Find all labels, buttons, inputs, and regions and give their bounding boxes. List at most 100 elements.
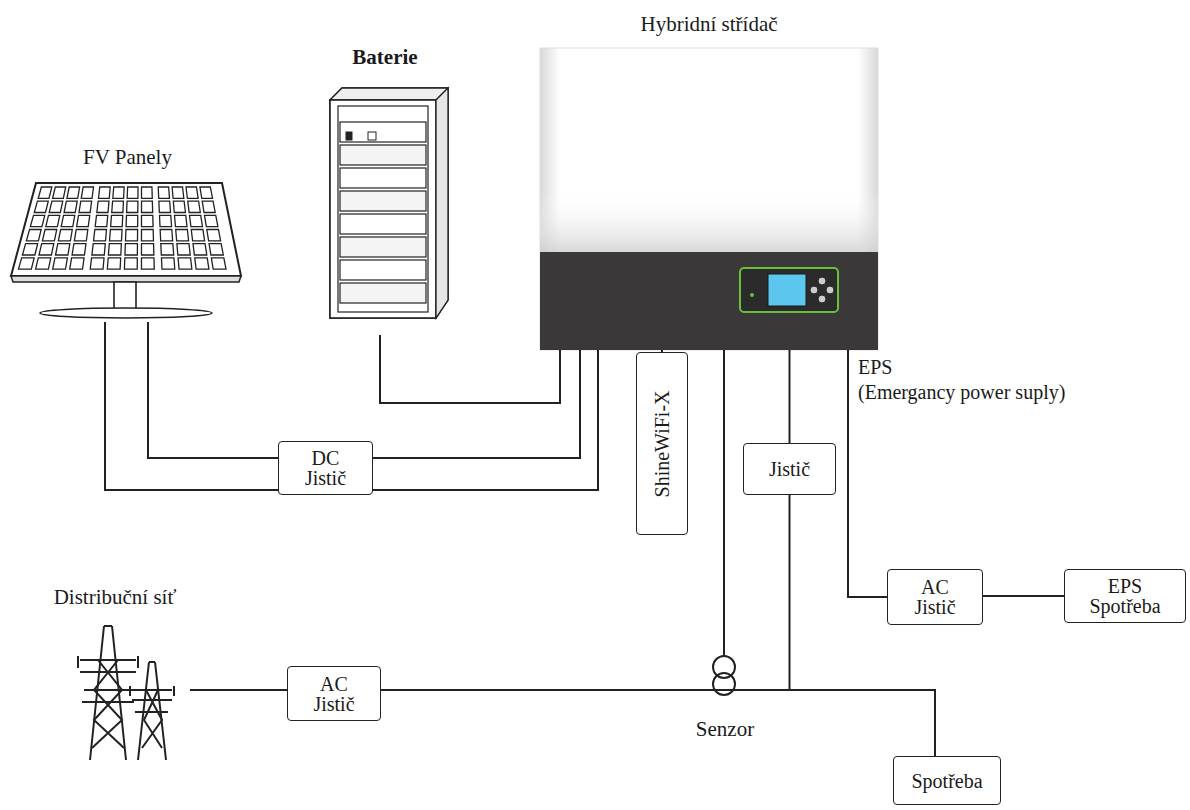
panel-cell (64, 201, 77, 212)
battery-module (340, 191, 426, 211)
panel-cell (161, 258, 174, 269)
panel-cell (161, 244, 174, 255)
panel-cell (19, 258, 35, 269)
panel-cell (125, 244, 138, 255)
panel-cell (173, 201, 185, 212)
panel-cell (126, 230, 138, 241)
inverter-body (540, 48, 878, 350)
vertical-label: ShineWiFi-X (652, 390, 672, 497)
battery-module (340, 214, 426, 234)
box-label: AC Jistič (299, 674, 369, 714)
panel-cell (38, 187, 52, 198)
panel-cell (202, 201, 215, 212)
panel-cell (141, 258, 154, 269)
breaker-box: Jistič (743, 443, 836, 495)
wire (762, 690, 935, 756)
box-label: Spotřeba (911, 771, 982, 791)
panel-cell (77, 215, 90, 226)
panel-cell (207, 230, 221, 241)
panel-cell (90, 258, 104, 269)
wire (790, 495, 936, 756)
battery-module (340, 237, 426, 257)
panel-cell (209, 244, 223, 255)
sensor-node: Senzor (688, 652, 762, 742)
battery-module (340, 122, 426, 142)
battery-rack (330, 88, 448, 318)
wire (373, 350, 598, 490)
panel-cell (110, 230, 123, 241)
battery-module (340, 283, 426, 303)
panel-cell (53, 187, 66, 198)
panel-cell (175, 215, 188, 226)
panel-cell (74, 230, 88, 241)
box-label: Jistič (769, 459, 810, 479)
panel-cell (141, 230, 153, 241)
current-sensor (688, 656, 762, 695)
wire (381, 689, 688, 691)
panel-cell (36, 258, 51, 269)
panel-cell (193, 244, 207, 255)
battery-module (340, 145, 426, 165)
wire (983, 595, 1064, 597)
panel-cell (176, 230, 189, 241)
panel-cell (200, 187, 213, 198)
ac-breaker: AC Jistič (287, 666, 381, 721)
panel-cell (39, 244, 54, 255)
panel-cell (46, 215, 60, 226)
panel-cell (172, 187, 184, 198)
battery-module (340, 260, 426, 280)
node-heading: Distribuční síť (40, 585, 190, 610)
panel-cell (190, 215, 203, 226)
panel-cell (22, 244, 37, 255)
panel-cell (94, 230, 107, 241)
panel-cell (113, 187, 124, 198)
load-box: Spotřeba (893, 756, 1001, 805)
panel-cell (205, 215, 218, 226)
panel-cell (67, 187, 80, 198)
panel-cell (178, 258, 192, 269)
panel-cell (49, 201, 63, 212)
panel-cell (81, 187, 93, 198)
eps-label: EPS (856, 356, 894, 378)
box-label: EPS Spotřeba (1075, 576, 1175, 616)
panel-cell (26, 230, 41, 241)
panel-cell (70, 258, 84, 269)
battery-module (340, 168, 426, 188)
eps-load-box: EPS Spotřeba (1064, 569, 1186, 623)
panel-cell (191, 230, 204, 241)
solar-panel-node: FV Panely (10, 145, 245, 322)
dc-breaker: DC Jistič (278, 441, 373, 495)
panel-cell (142, 201, 153, 212)
node-heading: Baterie (315, 45, 455, 70)
panel-cell (98, 187, 110, 198)
panel-cell (95, 215, 108, 226)
panel-cell (188, 201, 201, 212)
panel-cell (34, 201, 48, 212)
panel-cell (124, 258, 137, 269)
panel-cell (126, 215, 138, 226)
panel-cell (108, 244, 121, 255)
node-heading: Senzor (688, 717, 762, 742)
box-label: DC Jistič (294, 448, 358, 488)
node-heading: FV Panely (10, 145, 245, 170)
panel-cell (61, 215, 75, 226)
panel-cell (58, 230, 72, 241)
panel-cell (160, 215, 172, 226)
panel-cell (30, 215, 44, 226)
solar-panel (11, 183, 241, 318)
panel-cell (158, 187, 169, 198)
box-label: AC Jistič (900, 577, 970, 617)
wire (723, 350, 725, 656)
wire (789, 350, 791, 443)
battery-node: Baterie (315, 45, 455, 335)
panel-cell (72, 244, 86, 255)
panel-cell (127, 201, 138, 212)
wire (380, 335, 560, 403)
wire (190, 689, 287, 691)
panel-cell (107, 258, 120, 269)
panel-cell (79, 201, 92, 212)
panel-cell (141, 215, 153, 226)
grid-node: Distribuční síť (40, 585, 190, 765)
